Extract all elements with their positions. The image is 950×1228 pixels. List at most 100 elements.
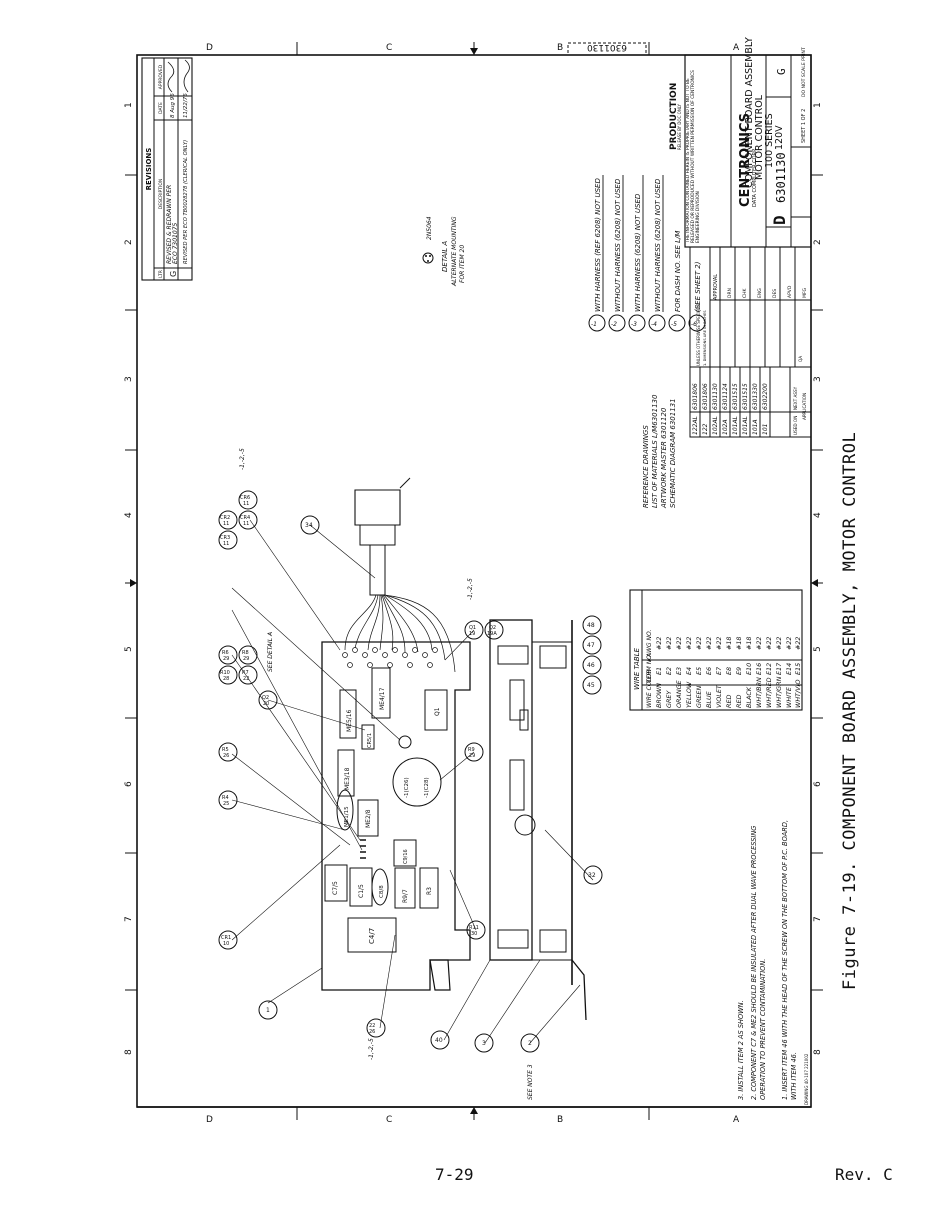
- zone-number: 4: [813, 512, 823, 518]
- svg-text:ME1/15: ME1/15: [344, 806, 350, 827]
- svg-text:-1,-2,-5: -1,-2,-5: [239, 448, 246, 470]
- svg-text:#22: #22: [675, 637, 683, 651]
- svg-text:R9/7: R9/7: [402, 889, 409, 903]
- svg-text:LTR: LTR: [158, 270, 164, 278]
- svg-text:26: 26: [369, 1029, 375, 1035]
- svg-text:WHT/BRN: WHT/BRN: [755, 677, 763, 708]
- zone-numbers-right: 1 2 3 4 5 6 7 8: [813, 102, 823, 1055]
- zone-numbers-left: 1 2 3 4 5 6 7 8: [124, 102, 134, 1055]
- svg-text:122AL: 122AL: [692, 416, 699, 435]
- zone-letter: C: [386, 1115, 392, 1125]
- svg-text:#18: #18: [725, 637, 733, 651]
- svg-text:C4/7: C4/7: [368, 928, 376, 944]
- svg-text:E7: E7: [715, 667, 723, 675]
- svg-text:DRN: DRN: [727, 288, 733, 298]
- svg-text:FOR DASH NO. SEE L/M: FOR DASH NO. SEE L/M: [674, 231, 682, 312]
- svg-text:E16: E16: [755, 663, 763, 675]
- zone-number: 7: [124, 916, 134, 922]
- svg-text:11: 11: [243, 521, 249, 527]
- svg-text:ENG: ENG: [757, 288, 763, 298]
- svg-text:APPLICATION: APPLICATION: [802, 393, 807, 420]
- svg-text:1: 1: [266, 1007, 270, 1014]
- svg-text:-5: -5: [671, 321, 677, 328]
- zone-number: 6: [124, 781, 134, 787]
- revisions-block: REVISIONS LTR DESCRIPTION DATE APPROVED …: [141, 57, 193, 281]
- svg-text:ALTERNATE MOUNTING: ALTERNATE MOUNTING: [451, 216, 458, 287]
- svg-text:6301806: 6301806: [702, 383, 709, 410]
- zone-number: 8: [124, 1049, 134, 1055]
- svg-text:E4: E4: [685, 667, 693, 675]
- svg-text:RED: RED: [725, 695, 733, 708]
- svg-text:COMPONENT BOARD ASSEMBLY: COMPONENT BOARD ASSEMBLY: [744, 37, 755, 188]
- drawing-stamp: DRAWING 40-107 221002: [804, 1053, 809, 1105]
- svg-text:R3: R3: [426, 887, 433, 895]
- zone-letter: C: [386, 43, 392, 53]
- svg-text:C8/8: C8/8: [379, 885, 385, 898]
- svg-text:R5: R5: [222, 747, 229, 753]
- zone-letter: A: [733, 1115, 740, 1125]
- svg-text:WIRE COLOR: WIRE COLOR: [646, 669, 653, 708]
- zone-letter: D: [206, 1115, 213, 1125]
- svg-text:E9: E9: [735, 667, 743, 675]
- zone-number: 2: [813, 239, 823, 245]
- svg-text:CHK: CHK: [742, 287, 748, 298]
- svg-text:#22: #22: [765, 637, 773, 651]
- border-arrows: [130, 48, 818, 1114]
- svg-text:6302200: 6302200: [762, 383, 769, 410]
- svg-text:BLUE: BLUE: [705, 690, 713, 708]
- svg-text:28: 28: [223, 676, 229, 682]
- svg-text:40: 40: [435, 1037, 443, 1044]
- svg-text:25: 25: [223, 801, 229, 807]
- svg-text:APPROVAL: APPROVAL: [713, 274, 719, 300]
- svg-text:REVISED PER ECO TB0028278 (CLE: REVISED PER ECO TB0028278 (CLERICAL ONLY…: [183, 140, 189, 264]
- usage-table: 6301806 122AL 6301806 122 6301130 102AL …: [689, 366, 812, 438]
- svg-text:CR3: CR3: [220, 535, 230, 541]
- revisions-title: REVISIONS: [145, 148, 153, 191]
- svg-text:CR6: CR6: [240, 495, 250, 501]
- svg-text:BROWN: BROWN: [655, 683, 663, 708]
- svg-text:#18: #18: [735, 637, 743, 651]
- svg-text:120V: 120V: [774, 125, 785, 150]
- svg-text:ORANGE: ORANGE: [675, 679, 683, 708]
- svg-text:48: 48: [587, 622, 595, 629]
- svg-text:1. DIMENSIONS ARE IN INCHES: 1. DIMENSIONS ARE IN INCHES: [703, 310, 707, 366]
- svg-text:RELEASE BY DOC ONLY: RELEASE BY DOC ONLY: [677, 103, 682, 150]
- svg-text:MFG: MFG: [802, 288, 808, 298]
- svg-text:-4: -4: [651, 321, 657, 328]
- svg-text:Q1: Q1: [469, 625, 476, 631]
- title-block: CENTRONICS DATA COMPUTER CORP. THE INFOR…: [684, 47, 812, 248]
- svg-text:2: 2: [528, 1040, 532, 1047]
- svg-text:CR4: CR4: [240, 515, 250, 521]
- svg-text:Q1: Q1: [434, 707, 441, 716]
- zone-letter: A: [733, 43, 740, 53]
- svg-text:R8: R8: [242, 650, 249, 656]
- svg-text:VIOLET: VIOLET: [715, 684, 723, 708]
- svg-text:Q2: Q2: [489, 625, 496, 631]
- svg-text:122: 122: [702, 423, 709, 435]
- svg-text:102AL: 102AL: [712, 416, 719, 435]
- svg-text:RED: RED: [735, 695, 743, 708]
- svg-text:DESCRIPTION: DESCRIPTION: [158, 179, 164, 209]
- svg-text:#22: #22: [715, 637, 723, 651]
- svg-text:11: 11: [223, 541, 229, 547]
- svg-text:26: 26: [223, 753, 229, 759]
- svg-text:-1(C28): -1(C28): [424, 777, 430, 798]
- svg-text:-1,-2,-5: -1,-2,-5: [467, 578, 474, 600]
- svg-text:WHT/RED: WHT/RED: [765, 677, 773, 708]
- svg-text:22: 22: [369, 1023, 375, 1029]
- svg-text:29: 29: [223, 656, 229, 662]
- svg-text:E12: E12: [765, 663, 773, 675]
- svg-text:R7: R7: [242, 670, 249, 676]
- svg-text:GREEN: GREEN: [695, 686, 703, 708]
- svg-text:101AL: 101AL: [732, 416, 739, 435]
- svg-text:WHT/GRN: WHT/GRN: [775, 676, 783, 708]
- svg-text:SHEET 1 OF 2: SHEET 1 OF 2: [801, 109, 807, 143]
- svg-text:-1,-2,-5: -1,-2,-5: [368, 1038, 375, 1060]
- svg-text:WHITE: WHITE: [785, 686, 793, 708]
- svg-text:BLACK: BLACK: [745, 686, 753, 708]
- svg-text:11/22/76: 11/22/76: [183, 93, 189, 118]
- svg-text:47: 47: [587, 642, 595, 649]
- svg-text:101: 101: [762, 424, 769, 435]
- svg-text:6301130: 6301130: [587, 42, 627, 52]
